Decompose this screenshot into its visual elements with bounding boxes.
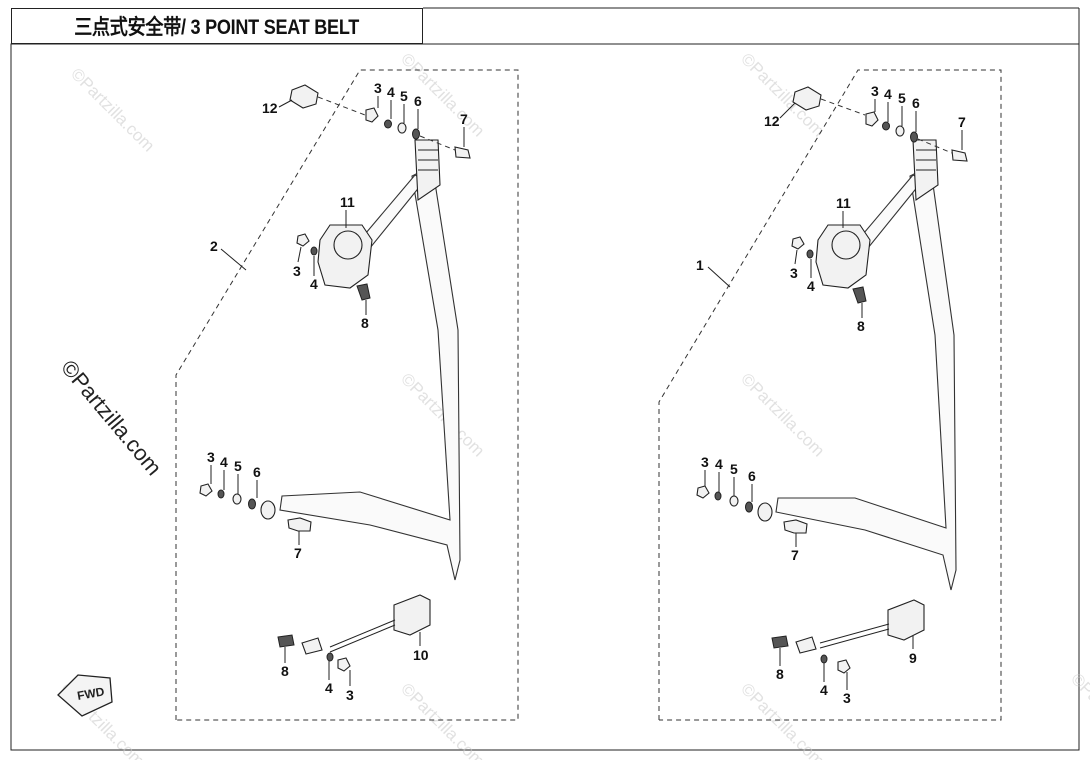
washer-4 bbox=[820, 654, 828, 664]
anchor-plate bbox=[757, 502, 773, 522]
buckle-10 bbox=[393, 594, 431, 636]
callout-7: 7 bbox=[294, 545, 302, 561]
assembly-boundary bbox=[175, 69, 519, 721]
buckle-number: 10 bbox=[413, 647, 429, 663]
callout-6: 6 bbox=[253, 464, 261, 480]
callout-4: 4 bbox=[310, 276, 318, 292]
watermark: ©Partzilla.com bbox=[737, 369, 828, 460]
bolt-7 bbox=[454, 146, 471, 159]
callout-3: 3 bbox=[843, 690, 851, 706]
callout-6: 6 bbox=[912, 95, 920, 111]
callout-7: 7 bbox=[791, 547, 799, 563]
callout-5: 5 bbox=[898, 90, 906, 106]
washer-4 bbox=[326, 652, 334, 662]
buckle-plate bbox=[301, 637, 323, 655]
nut-3 bbox=[199, 483, 213, 497]
callout-4: 4 bbox=[220, 454, 228, 470]
title-box: 三点式安全带/ 3 POINT SEAT BELT bbox=[11, 8, 423, 44]
buckle-9 bbox=[887, 599, 925, 641]
callout-4: 4 bbox=[807, 278, 815, 294]
callout-4: 4 bbox=[884, 86, 892, 102]
left-assembly: 2 3 4 5 6 7 12 bbox=[175, 69, 519, 721]
nut-3 bbox=[837, 659, 851, 674]
callout-5: 5 bbox=[400, 88, 408, 104]
outer-frame bbox=[10, 43, 1080, 751]
callout-11: 11 bbox=[836, 195, 851, 211]
buckle-number: 9 bbox=[909, 650, 917, 666]
spring-6 bbox=[248, 498, 256, 510]
watermark-large: ©Partzilla.com bbox=[56, 355, 167, 480]
callout-3: 3 bbox=[871, 83, 879, 99]
callout-7: 7 bbox=[958, 114, 966, 130]
callout-3: 3 bbox=[374, 80, 382, 96]
callout-12: 12 bbox=[262, 100, 278, 116]
nut-3 bbox=[696, 485, 710, 499]
bolt-7 bbox=[783, 519, 808, 534]
callout-12: 12 bbox=[764, 113, 780, 129]
callout-4: 4 bbox=[820, 682, 828, 698]
spring-6 bbox=[412, 128, 420, 140]
bolt-8 bbox=[852, 286, 867, 304]
callout-5: 5 bbox=[730, 461, 738, 477]
washer-4 bbox=[217, 489, 225, 499]
right-assembly: 1 3 4 5 6 7 12 bbox=[658, 69, 1002, 721]
callout-4: 4 bbox=[325, 680, 333, 696]
diagram-title: 三点式安全带/ 3 POINT SEAT BELT bbox=[74, 16, 360, 39]
bolt-8 bbox=[771, 635, 789, 649]
callout-8: 8 bbox=[281, 663, 289, 679]
washer-5 bbox=[895, 125, 905, 137]
callout-6: 6 bbox=[414, 93, 422, 109]
cap-nut-12 bbox=[792, 86, 822, 111]
callout-3: 3 bbox=[346, 687, 354, 703]
callout-4: 4 bbox=[715, 456, 723, 472]
callout-7: 7 bbox=[460, 111, 468, 127]
washer-5 bbox=[232, 493, 242, 505]
anchor-plate bbox=[260, 500, 276, 520]
fwd-arrow-icon: FWD bbox=[57, 674, 113, 717]
nut-3 bbox=[337, 657, 351, 672]
callout-4: 4 bbox=[387, 84, 395, 100]
watermark: ©Partzilla.com bbox=[397, 49, 488, 140]
assembly-number: 1 bbox=[696, 257, 704, 273]
nut-3 bbox=[296, 233, 310, 247]
buckle-plate bbox=[795, 636, 817, 654]
callout-8: 8 bbox=[361, 315, 369, 331]
washer-5 bbox=[729, 495, 739, 507]
belt-webbing bbox=[279, 169, 461, 581]
belt-webbing bbox=[775, 169, 957, 591]
washer-4 bbox=[384, 119, 392, 129]
assembly-boundary bbox=[658, 69, 1002, 721]
spring-6 bbox=[745, 501, 753, 513]
spring-6 bbox=[910, 131, 918, 143]
callout-5: 5 bbox=[234, 458, 242, 474]
washer-4 bbox=[806, 249, 814, 259]
washer-4 bbox=[714, 491, 722, 501]
bolt-7 bbox=[287, 517, 312, 532]
callout-3: 3 bbox=[207, 449, 215, 465]
callout-8: 8 bbox=[776, 666, 784, 682]
callout-8: 8 bbox=[857, 318, 865, 334]
bolt-8 bbox=[356, 283, 371, 301]
washer-4 bbox=[882, 121, 890, 131]
assembly-number: 2 bbox=[210, 238, 218, 254]
callout-6: 6 bbox=[748, 468, 756, 484]
nut-3 bbox=[365, 107, 379, 123]
nut-3 bbox=[791, 236, 805, 250]
bolt-8 bbox=[277, 634, 295, 648]
callout-3: 3 bbox=[790, 265, 798, 281]
watermark: ©Partzilla.com bbox=[67, 64, 158, 155]
bolt-7 bbox=[951, 149, 968, 162]
nut-3 bbox=[865, 111, 879, 127]
washer-4 bbox=[310, 246, 318, 256]
fwd-label: FWD bbox=[76, 684, 106, 703]
callout-3: 3 bbox=[293, 263, 301, 279]
cap-nut-12 bbox=[289, 84, 319, 109]
washer-5 bbox=[397, 122, 407, 134]
callout-3: 3 bbox=[701, 454, 709, 470]
callout-11: 11 bbox=[340, 194, 355, 210]
